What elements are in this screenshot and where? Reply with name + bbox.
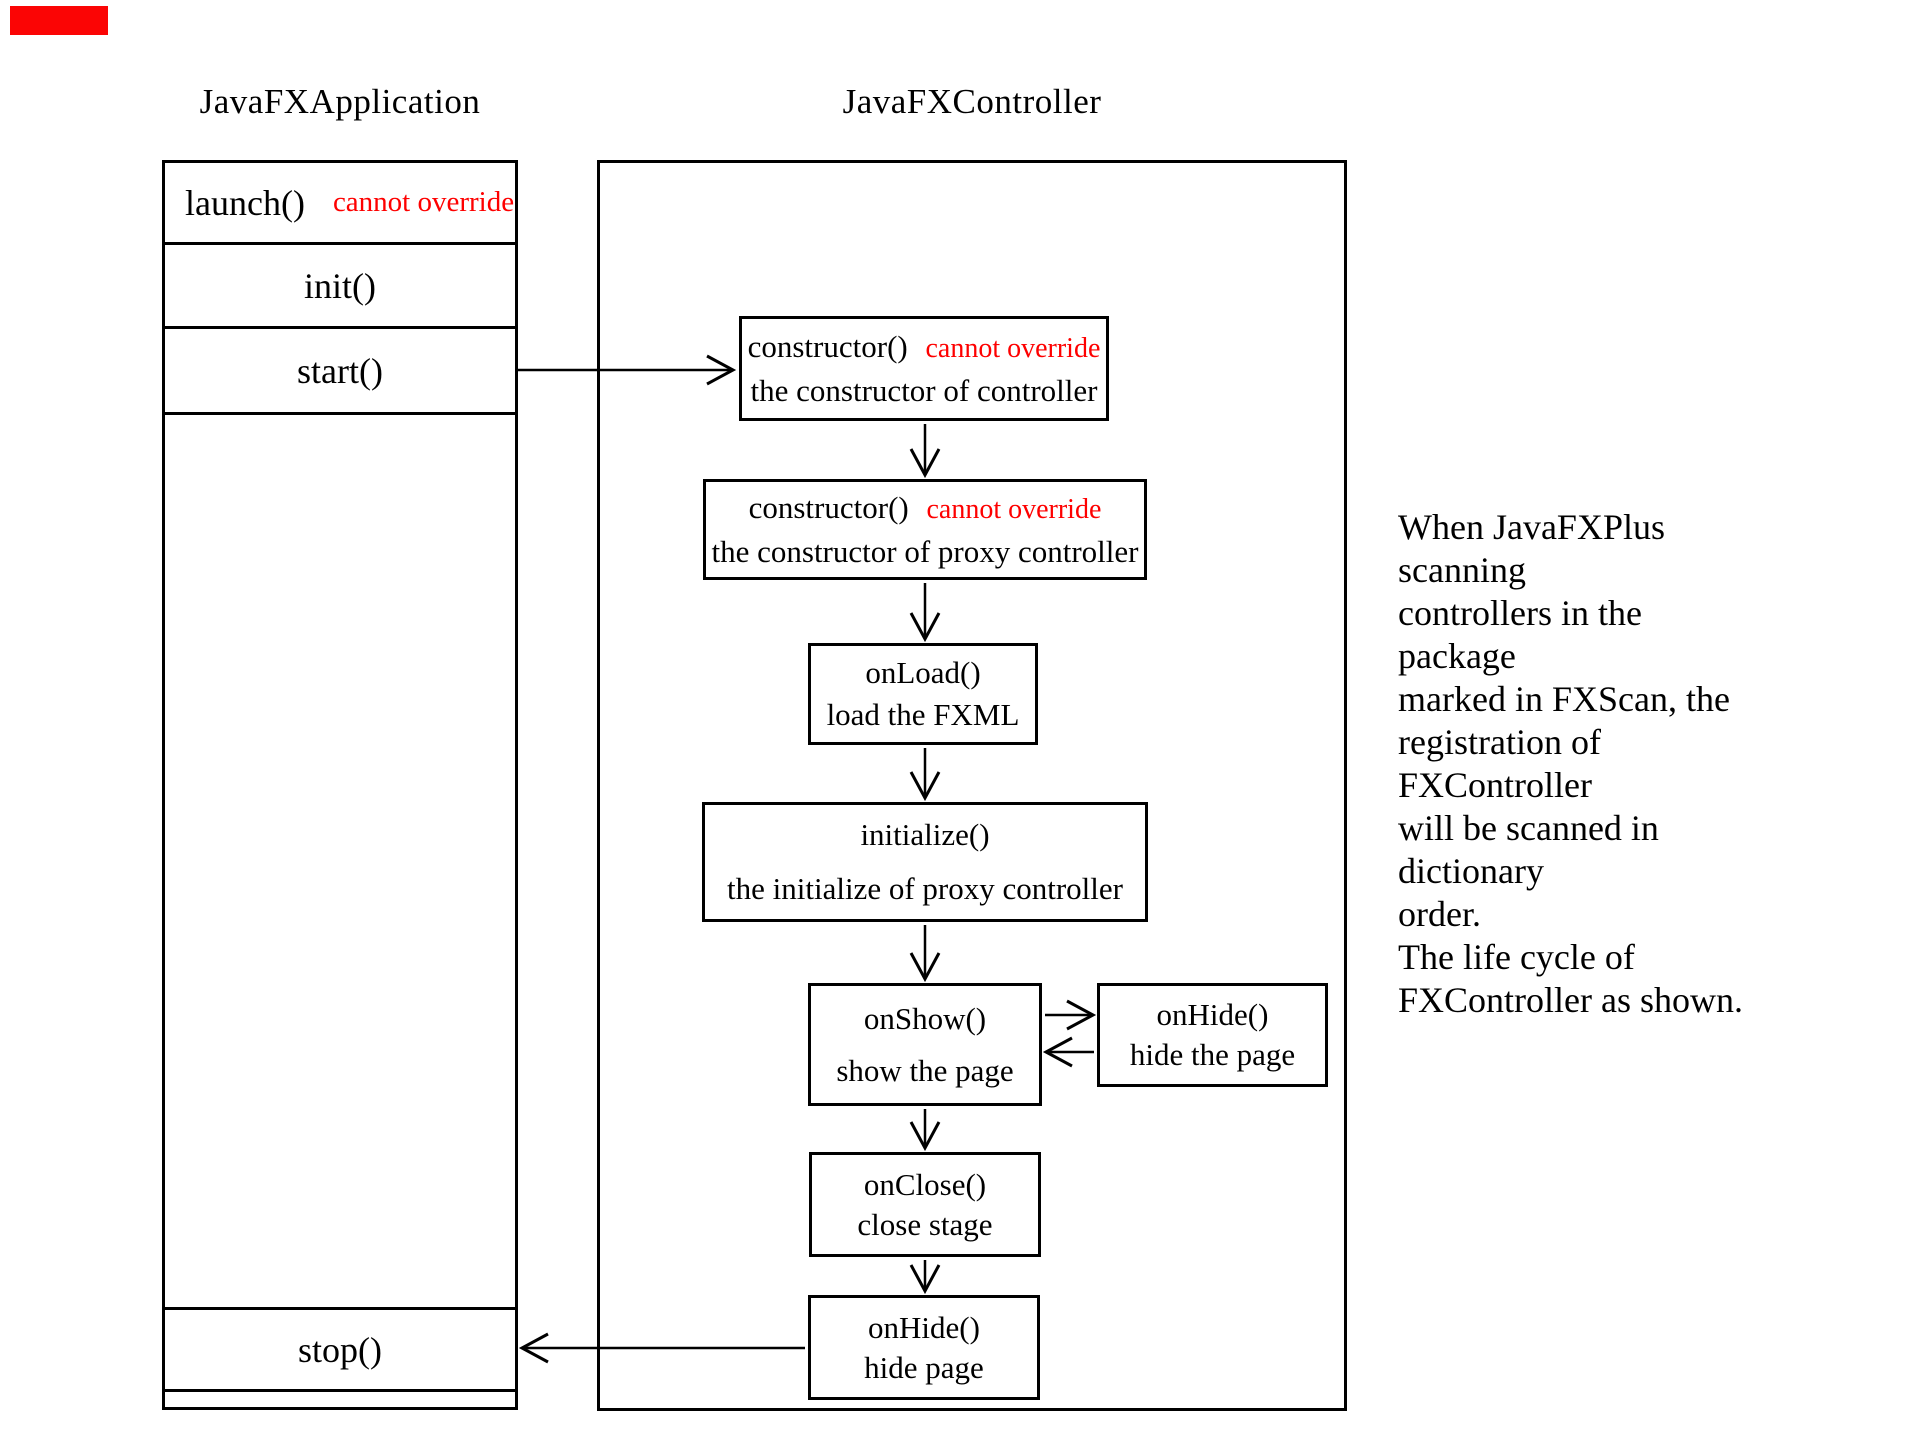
- onhide-side-desc: hide the page: [1129, 1037, 1296, 1072]
- onclose-box: onClose() close stage: [809, 1152, 1041, 1257]
- init-label: init(): [304, 265, 376, 306]
- onclose-desc: close stage: [857, 1206, 993, 1242]
- onshow-box: onShow() show the page: [808, 983, 1042, 1106]
- annotation-line: FXController as shown.: [1398, 980, 1743, 1020]
- onclose-name: onClose(): [863, 1166, 987, 1202]
- row-launch: launch() cannot override: [165, 163, 515, 245]
- constructor-proxy-note: cannot override: [926, 493, 1102, 525]
- annotation-text: When JavaFXPlus scanning controllers in …: [1398, 506, 1768, 1022]
- launch-label: launch(): [185, 182, 305, 223]
- constructor-proxy-desc: the constructor of proxy controller: [711, 533, 1139, 569]
- onload-box: onLoad() load the FXML: [808, 643, 1038, 745]
- onhide-end-desc: hide page: [864, 1349, 984, 1385]
- initialize-box: initialize() the initialize of proxy con…: [702, 802, 1148, 922]
- annotation-line: When JavaFXPlus scanning: [1398, 507, 1665, 590]
- onload-name: onLoad(): [865, 655, 981, 690]
- annotation-line: marked in FXScan, the: [1398, 679, 1730, 719]
- stop-label: stop(): [298, 1329, 382, 1370]
- controller-container-box: [597, 160, 1347, 1411]
- onhide-side-name: onHide(): [1156, 997, 1269, 1032]
- onhide-side-box: onHide() hide the page: [1097, 983, 1328, 1087]
- row-spacer: [165, 415, 515, 1310]
- annotation-line: The life cycle of: [1398, 937, 1635, 977]
- red-marker: [10, 6, 108, 35]
- constructor-proxy-box: constructor() cannot override the constr…: [703, 479, 1147, 580]
- application-title: JavaFXApplication: [199, 82, 481, 121]
- application-class-box: launch() cannot override init() start() …: [162, 160, 518, 1410]
- onshow-desc: show the page: [836, 1052, 1014, 1088]
- constructor-proxy-name: constructor(): [748, 489, 909, 525]
- onshow-name: onShow(): [863, 1000, 987, 1036]
- row-init: init(): [165, 245, 515, 329]
- launch-note: cannot override: [332, 186, 515, 218]
- annotation-line: order.: [1398, 894, 1481, 934]
- constructor-controller-box: constructor() cannot override the constr…: [739, 316, 1109, 421]
- row-start: start(): [165, 329, 515, 415]
- onhide-end-name: onHide(): [868, 1309, 980, 1345]
- start-label: start(): [297, 350, 383, 391]
- constructor-controller-desc: the constructor of controller: [750, 372, 1098, 408]
- onload-desc: load the FXML: [826, 697, 1020, 732]
- onhide-end-box: onHide() hide page: [808, 1295, 1040, 1400]
- initialize-desc: the initialize of proxy controller: [727, 871, 1123, 906]
- constructor-controller-note: cannot override: [925, 332, 1101, 364]
- constructor-controller-line1: constructor() cannot override: [748, 329, 1101, 367]
- row-stop: stop(): [165, 1310, 515, 1392]
- initialize-name: initialize(): [860, 817, 990, 852]
- row-tail: [165, 1392, 515, 1407]
- controller-title: JavaFXController: [842, 82, 1102, 121]
- constructor-controller-name: constructor(): [747, 328, 908, 364]
- constructor-proxy-line1: constructor() cannot override: [749, 490, 1102, 528]
- annotation-line: registration of FXController: [1398, 722, 1601, 805]
- annotation-line: controllers in the package: [1398, 593, 1642, 676]
- annotation-line: will be scanned in dictionary: [1398, 808, 1659, 891]
